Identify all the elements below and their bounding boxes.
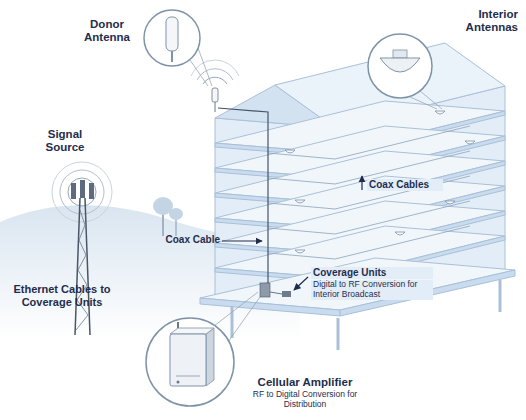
donor-antenna xyxy=(191,60,239,76)
cell-tower xyxy=(76,210,88,330)
ceiling-antennas xyxy=(445,201,455,204)
amplifier-inset xyxy=(176,376,200,377)
cellular-amplifier-note: RF to Digital Conversion for Distributio… xyxy=(243,390,367,410)
cellular-amplifier-label: Cellular Amplifier xyxy=(243,376,367,389)
pillars xyxy=(499,280,502,312)
coax-runs xyxy=(268,226,470,259)
ethernet-cable xyxy=(270,292,282,294)
coax-cables-label: Coax Cables xyxy=(367,179,443,191)
cell-tower xyxy=(89,183,94,199)
cell-tower xyxy=(60,170,104,214)
cell-tower xyxy=(80,180,85,198)
coax-cable-label: Coax Cable xyxy=(150,234,220,246)
ceiling-antennas xyxy=(395,232,405,235)
amplifier-inset xyxy=(177,381,180,384)
interior-antennas-label: Interior Antennas xyxy=(440,8,518,34)
ceiling-antennas xyxy=(295,200,305,203)
interior-antenna-inset xyxy=(420,91,442,109)
donor-antenna xyxy=(144,10,239,112)
ceiling-antennas xyxy=(285,111,475,253)
floor-slabs xyxy=(200,298,340,316)
donor-antenna xyxy=(215,102,216,112)
amplifier-inset xyxy=(206,328,214,386)
pointer-arrows xyxy=(222,240,262,241)
amplifier-inset xyxy=(146,318,234,406)
coax-runs xyxy=(268,126,470,159)
pillars xyxy=(232,280,500,350)
pillars xyxy=(337,318,340,350)
cell-tower xyxy=(75,198,80,335)
interior-antenna-inset xyxy=(393,50,407,58)
ethernet-cables-label: Ethernet Cables to Coverage Units xyxy=(6,283,118,308)
ceiling-antennas xyxy=(295,250,305,253)
tree xyxy=(153,197,183,236)
pointer-arrows xyxy=(361,176,362,190)
donor-antenna xyxy=(171,51,173,62)
cell-tower xyxy=(52,162,112,335)
donor-antenna xyxy=(212,88,218,102)
ceiling-antennas xyxy=(435,111,445,114)
amplifier-unit xyxy=(260,283,270,297)
tree xyxy=(169,208,183,220)
coax-runs xyxy=(268,176,470,209)
cell-tower xyxy=(71,183,76,199)
donor-antenna xyxy=(144,10,200,66)
amplifier-inset xyxy=(228,297,260,342)
building xyxy=(200,43,515,350)
coax-runs xyxy=(268,126,470,259)
interior-antenna-inset xyxy=(368,34,432,98)
cell-tower xyxy=(68,178,96,206)
ceiling-antennas xyxy=(285,150,295,153)
donor-antenna xyxy=(166,17,178,51)
cell-tower xyxy=(52,162,112,222)
interior-antenna-inset xyxy=(410,97,437,109)
coverage-units-label: Coverage Units xyxy=(311,267,433,279)
coax-trunk xyxy=(218,108,268,286)
amplifier-inset xyxy=(170,328,214,334)
donor-antenna xyxy=(198,48,212,86)
coax-runs xyxy=(268,201,470,234)
tree xyxy=(162,212,164,236)
coverage-units-note: Digital to RF Conversion for Interior Br… xyxy=(311,280,433,300)
interior-antenna-inset xyxy=(380,58,420,72)
ceiling-antennas xyxy=(465,141,475,144)
donor-antenna xyxy=(190,60,208,86)
amplifier-inset xyxy=(170,334,206,386)
amplifier-inset xyxy=(146,292,260,406)
floor-slabs xyxy=(200,101,515,316)
donor-antenna-label: Donor Antenna xyxy=(72,18,142,44)
coverage-unit xyxy=(282,291,291,297)
interior-antenna-inset xyxy=(368,34,442,109)
pointer-arrows xyxy=(294,277,308,290)
tree xyxy=(175,218,177,236)
donor-antenna xyxy=(203,77,227,84)
signal-source-label: Signal Source xyxy=(30,128,100,154)
